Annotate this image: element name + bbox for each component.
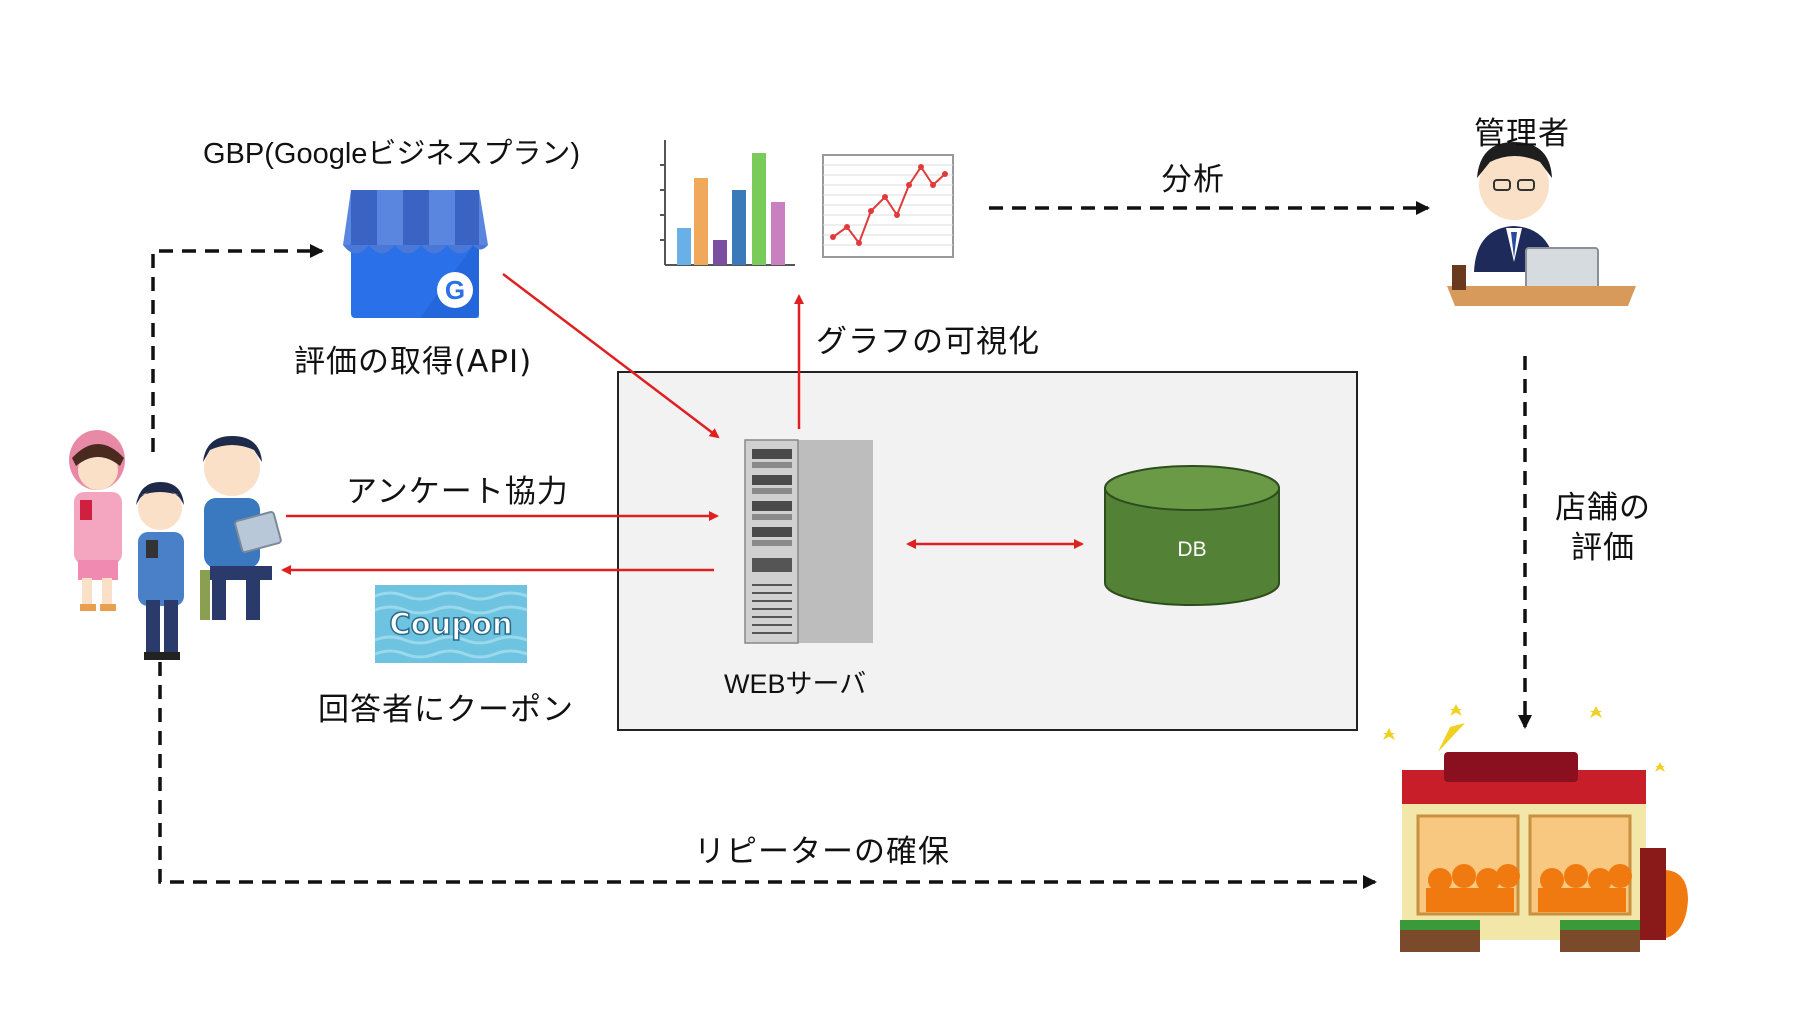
- database-cylinder: [1104, 465, 1280, 606]
- admin-person-illustration: [1447, 142, 1636, 306]
- customers-illustration: [69, 430, 282, 660]
- admin-label: 管理者: [1474, 116, 1570, 152]
- gbp-logo-letter: G: [445, 275, 465, 305]
- customer-woman: [69, 430, 125, 611]
- red-arrows: [281, 273, 1084, 575]
- line-chart-icon: [822, 154, 954, 258]
- store-eval-line2: 評価: [1571, 530, 1635, 566]
- coupon-word: Coupon: [389, 607, 512, 641]
- server-rack-icon: [744, 439, 873, 644]
- shop-illustration: [1383, 704, 1688, 952]
- arrow-repeater: [158, 662, 1377, 889]
- coupon-caption: 回答者にクーポン: [318, 692, 574, 728]
- gbp-store-icon: G: [343, 190, 488, 318]
- bar-chart-icon: [660, 140, 795, 266]
- dashed-arrows: [151, 201, 1532, 889]
- gbp-title: GBP(Googleビジネスプラン): [203, 138, 581, 170]
- arrow-gbp-to-server: [502, 273, 720, 439]
- gbp-caption: 評価の取得(API): [294, 344, 533, 380]
- server-label: WEBサーバ: [724, 669, 867, 699]
- survey-label: アンケート協力: [346, 474, 569, 510]
- graph-label: グラフの可視化: [816, 324, 1040, 360]
- db-label: DB: [1177, 538, 1206, 561]
- analysis-label: 分析: [1161, 162, 1225, 198]
- store-eval-line1: 店舗の: [1555, 490, 1651, 526]
- customer-man-seated: [200, 436, 282, 620]
- repeater-label: リピーターの確保: [694, 834, 950, 870]
- customer-man-standing: [136, 482, 184, 660]
- coupon-icon: Coupon: [374, 585, 528, 663]
